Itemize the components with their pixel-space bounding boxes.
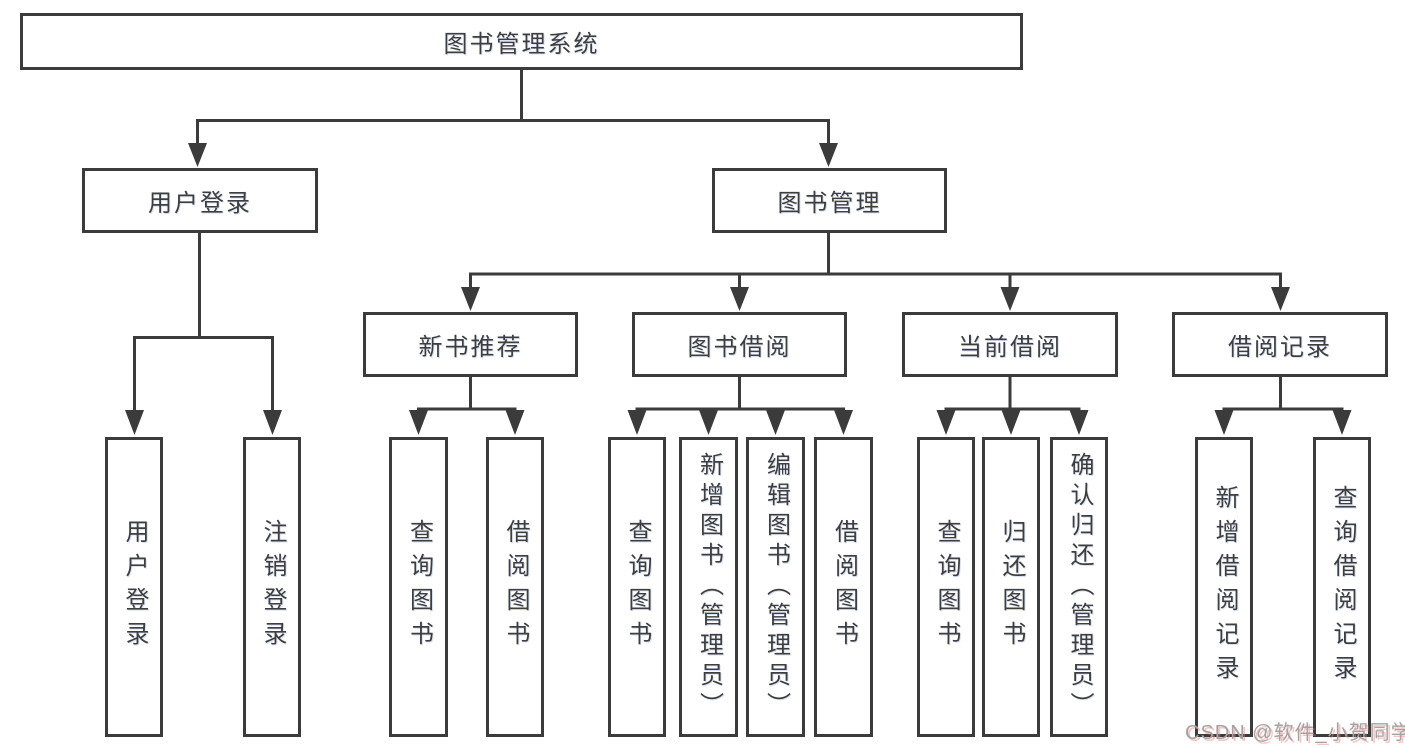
leaf-query-books-borrow: 查询图书 [608,437,666,737]
leaf-borrow-books-recommend: 借阅图书 [486,437,544,737]
node-book-management: 图书管理 [712,168,947,233]
node-book-borrowing: 图书借阅 [632,312,847,377]
leaf-return-books: 归还图书 [982,437,1040,737]
leaf-query-borrow-record: 查询借阅记录 [1313,437,1371,737]
node-current-borrowing: 当前借阅 [902,312,1118,377]
leaf-edit-books-admin: 编辑图书（管理员） [746,437,805,737]
leaf-add-borrow-record: 新增借阅记录 [1195,437,1253,737]
leaf-user-login: 用户登录 [105,437,163,737]
leaf-query-books-current: 查询图书 [917,437,975,737]
leaf-confirm-return-admin: 确认归还（管理员） [1050,437,1108,737]
node-borrowing-records: 借阅记录 [1172,312,1388,377]
leaf-logout: 注销登录 [243,437,301,737]
node-root-library-system: 图书管理系统 [20,13,1023,70]
leaf-query-books-recommend: 查询图书 [389,437,448,737]
node-user-login: 用户登录 [82,168,318,233]
leaf-add-books-admin: 新增图书（管理员） [679,437,738,737]
csdn-watermark: CSDN @软件_小贺同学 [1185,722,1405,744]
node-new-book-recommend: 新书推荐 [363,312,578,377]
leaf-borrow-books: 借阅图书 [814,437,873,737]
